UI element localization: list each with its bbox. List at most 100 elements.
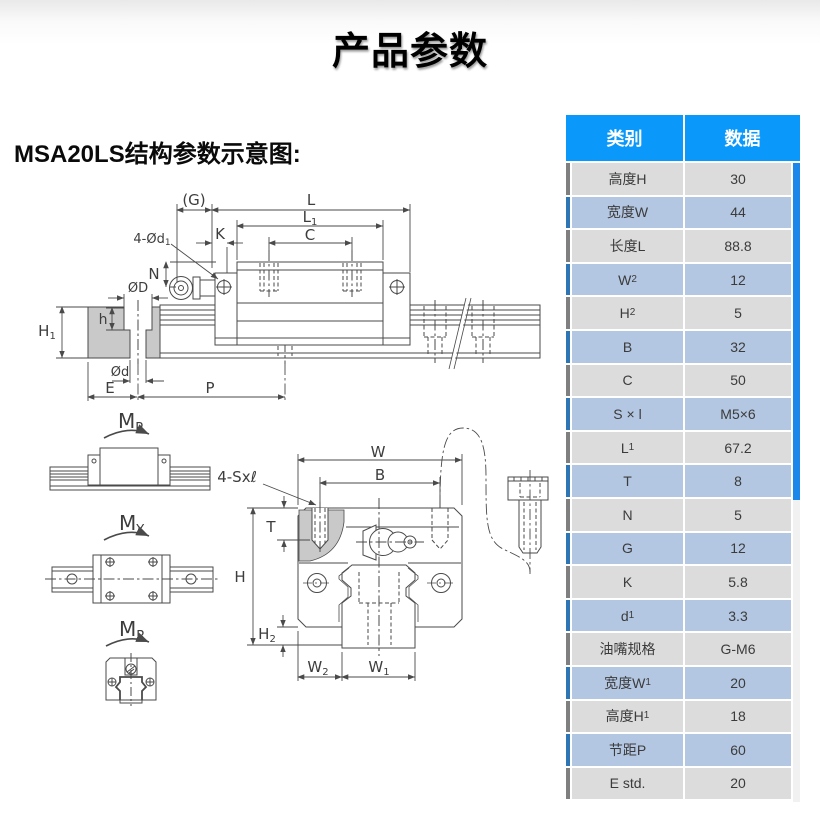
row-label-cell: 长度L (572, 230, 683, 262)
table-row: 长度L 88.8 (566, 230, 791, 262)
table-row: 节距P 60 (566, 734, 791, 766)
table-header-row: 类别 数据 (566, 115, 800, 161)
svg-text:H2: H2 (258, 625, 276, 645)
svg-text:4-Sxℓ: 4-Sxℓ (217, 468, 257, 486)
row-accent-bar (566, 767, 570, 800)
row-value-cell: 88.8 (685, 230, 791, 262)
row-label-cell: T (572, 465, 683, 497)
svg-text:W1: W1 (368, 658, 389, 678)
row-label-cell: K (572, 566, 683, 598)
svg-text:H: H (234, 568, 245, 586)
row-accent-bar (566, 196, 570, 229)
row-value-cell: 5.8 (685, 566, 791, 598)
row-accent-bar (566, 465, 570, 497)
header-cell-data: 数据 (685, 115, 800, 161)
row-accent-bar (566, 330, 570, 363)
table-row: C 50 (566, 364, 791, 397)
row-value-cell: 5 (685, 297, 791, 329)
svg-text:h: h (99, 312, 108, 328)
row-accent-bar (566, 734, 570, 766)
table-row: S × l M5×6 (566, 398, 791, 430)
row-accent-bar (566, 297, 570, 329)
table-row: 油嘴规格 G-M6 (566, 633, 791, 665)
row-accent-bar (566, 566, 570, 598)
svg-text:Ød: Ød (111, 365, 129, 380)
svg-text:L: L (307, 191, 316, 209)
row-accent-bar (566, 700, 570, 733)
front-view-dimensions (247, 454, 463, 681)
table-row: K 5.8 (566, 566, 791, 598)
svg-text:W2: W2 (307, 658, 328, 678)
row-label-cell: B (572, 330, 683, 363)
row-value-cell: 12 (685, 532, 791, 565)
row-label-cell: 节距P (572, 734, 683, 766)
table-row: 宽度W 44 (566, 196, 791, 229)
row-accent-bar (566, 666, 570, 699)
svg-text:(G): (G) (182, 191, 205, 209)
row-value-cell: 20 (685, 767, 791, 800)
table-row: N 5 (566, 498, 791, 531)
table-row: T 8 (566, 465, 791, 497)
yaw-moment-diagram: MY (45, 511, 220, 604)
row-value-cell: 44 (685, 196, 791, 229)
row-accent-bar (566, 163, 570, 195)
row-label-cell: S × l (572, 398, 683, 430)
svg-text:B: B (375, 466, 385, 484)
row-accent-bar (566, 398, 570, 430)
front-end-view (297, 498, 463, 656)
page-title: 产品参数 (331, 31, 488, 73)
row-value-cell: G-M6 (685, 633, 791, 665)
table-scrollbar-track[interactable] (793, 163, 800, 802)
table-row: B 32 (566, 330, 791, 363)
row-value-cell: 20 (685, 666, 791, 699)
row-value-cell: 3.3 (685, 599, 791, 632)
svg-text:ØD: ØD (128, 281, 148, 296)
table-row: G 12 (566, 532, 791, 565)
row-label-cell: E std. (572, 767, 683, 800)
svg-text:W: W (371, 443, 386, 461)
svg-text:T: T (265, 518, 276, 536)
row-accent-bar (566, 532, 570, 565)
row-value-cell: 12 (685, 263, 791, 296)
row-accent-bar (566, 364, 570, 397)
row-accent-bar (566, 498, 570, 531)
svg-text:K: K (215, 225, 226, 243)
row-value-cell: M5×6 (685, 398, 791, 430)
svg-text:E: E (105, 379, 114, 397)
row-value-cell: 32 (685, 330, 791, 363)
row-label-cell: 高度H (572, 163, 683, 195)
row-value-cell: 5 (685, 498, 791, 531)
table-row: E std. 20 (566, 767, 791, 800)
svg-text:L1: L1 (303, 208, 318, 228)
row-value-cell: 8 (685, 465, 791, 497)
roll-moment-diagram: MR (105, 617, 157, 706)
svg-text:P: P (205, 379, 214, 397)
table-scrollbar-thumb[interactable] (793, 163, 800, 500)
row-label-cell: C (572, 364, 683, 397)
diagram-subtitle: MSA20LS结构参数示意图: (14, 141, 301, 168)
structure-diagram: (G) L L1 C K 4-Ød1 N ØD h H1 Ød E P MP (38, 191, 549, 706)
mounting-screw (439, 427, 549, 574)
row-label-cell: G (572, 532, 683, 565)
row-accent-bar (566, 230, 570, 262)
row-value-cell: 50 (685, 364, 791, 397)
top-view-labels: (G) L L1 C K 4-Ød1 N ØD h H1 Ød E P (38, 191, 317, 397)
svg-text:C: C (305, 226, 315, 244)
top-side-view (87, 250, 541, 370)
row-label-cell: 油嘴规格 (572, 633, 683, 665)
row-value-cell: 30 (685, 163, 791, 195)
pitch-moment-diagram: MP (49, 409, 211, 491)
